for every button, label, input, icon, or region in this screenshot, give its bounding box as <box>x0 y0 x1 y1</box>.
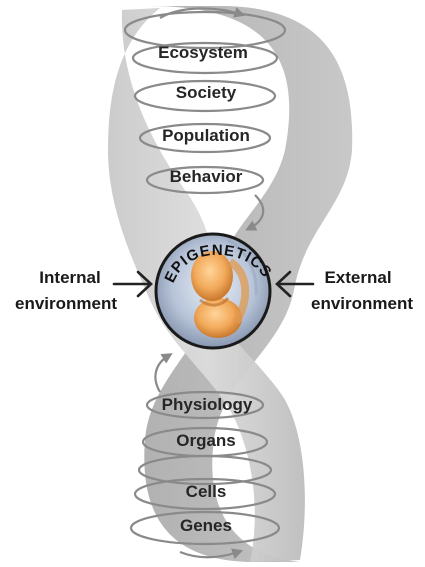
internal-environment: Internal environment <box>15 268 151 313</box>
level-cells: Cells <box>186 482 227 501</box>
level-ecosystem: Ecosystem <box>158 43 248 62</box>
external-line1: External <box>324 268 391 287</box>
level-population: Population <box>162 126 250 145</box>
internal-line1: Internal <box>39 268 100 287</box>
internal-line2: environment <box>15 294 117 313</box>
upper-levels: Ecosystem Society Population Behavior <box>158 43 250 186</box>
level-genes: Genes <box>180 516 232 535</box>
external-line2: environment <box>311 294 413 313</box>
level-organs: Organs <box>176 431 236 450</box>
level-behavior: Behavior <box>170 167 243 186</box>
level-physiology: Physiology <box>162 395 253 414</box>
level-society: Society <box>176 83 237 102</box>
